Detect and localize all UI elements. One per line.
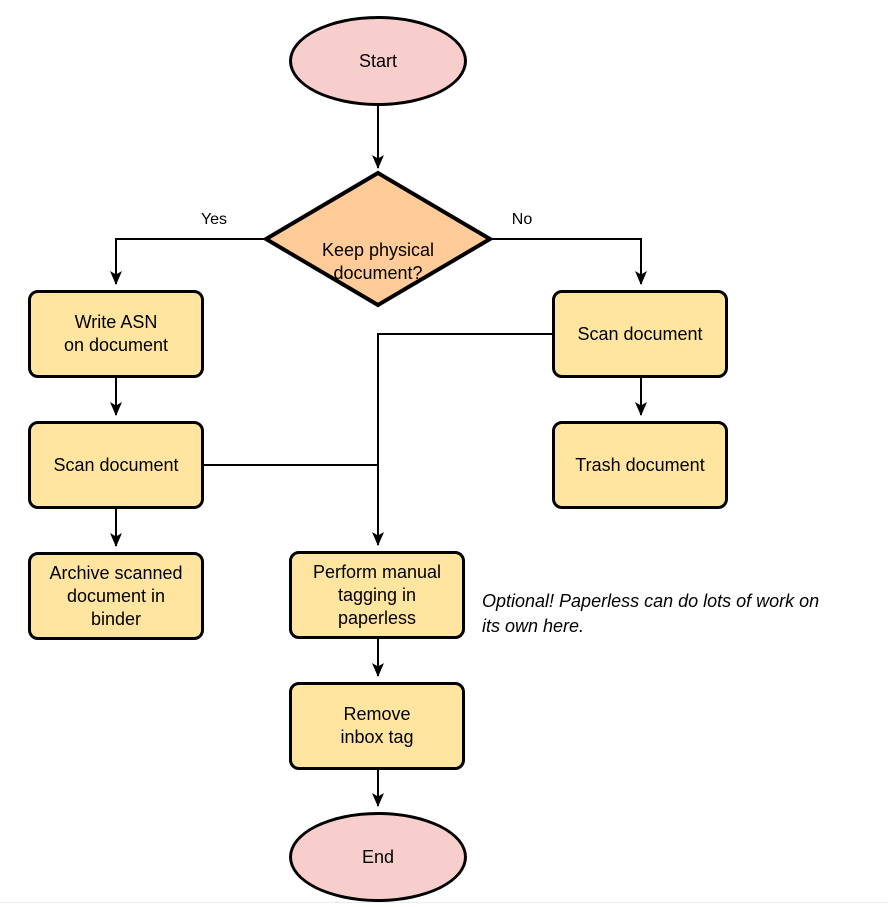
node-decision: Keep physical document? — [283, 216, 473, 285]
node-write-asn-label: Write ASN on document — [63, 312, 169, 355]
decision-diamond-shape — [262, 170, 494, 308]
node-start-label: Start — [358, 50, 397, 71]
edge-label-no: No — [511, 211, 533, 228]
edge-decision-no-to-scan-right — [492, 238, 647, 285]
node-archive-binder-label: Archive scanned document in binder — [49, 562, 183, 629]
node-remove-inbox-tag: Remove inbox tag — [289, 682, 465, 770]
node-scan-document-left-label: Scan document — [53, 454, 179, 475]
node-remove-inbox-tag-label: Remove inbox tag — [340, 704, 414, 747]
node-archive-binder: Archive scanned document in binder — [28, 552, 204, 640]
annotation-optional-note: Optional! Paperless can do lots of work … — [482, 591, 820, 636]
node-end: End — [289, 812, 467, 902]
node-trash-document: Trash document — [552, 421, 728, 509]
node-decision-label: Keep physical document? — [321, 240, 435, 283]
edge-label-yes: Yes — [200, 211, 228, 228]
node-trash-document-label: Trash document — [575, 454, 705, 475]
node-start: Start — [289, 16, 467, 106]
bottom-divider — [0, 902, 888, 903]
edge-decision-yes-to-write-asn — [110, 238, 264, 285]
node-scan-document-right-label: Scan document — [577, 323, 703, 344]
node-write-asn: Write ASN on document — [28, 290, 204, 378]
node-manual-tagging: Perform manual tagging in paperless — [289, 551, 465, 639]
node-end-label: End — [361, 846, 395, 867]
edge-scan-right-to-tagging — [372, 333, 552, 546]
node-scan-document-left: Scan document — [28, 421, 204, 509]
node-scan-document-right: Scan document — [552, 290, 728, 378]
node-manual-tagging-label: Perform manual tagging in paperless — [312, 561, 442, 628]
